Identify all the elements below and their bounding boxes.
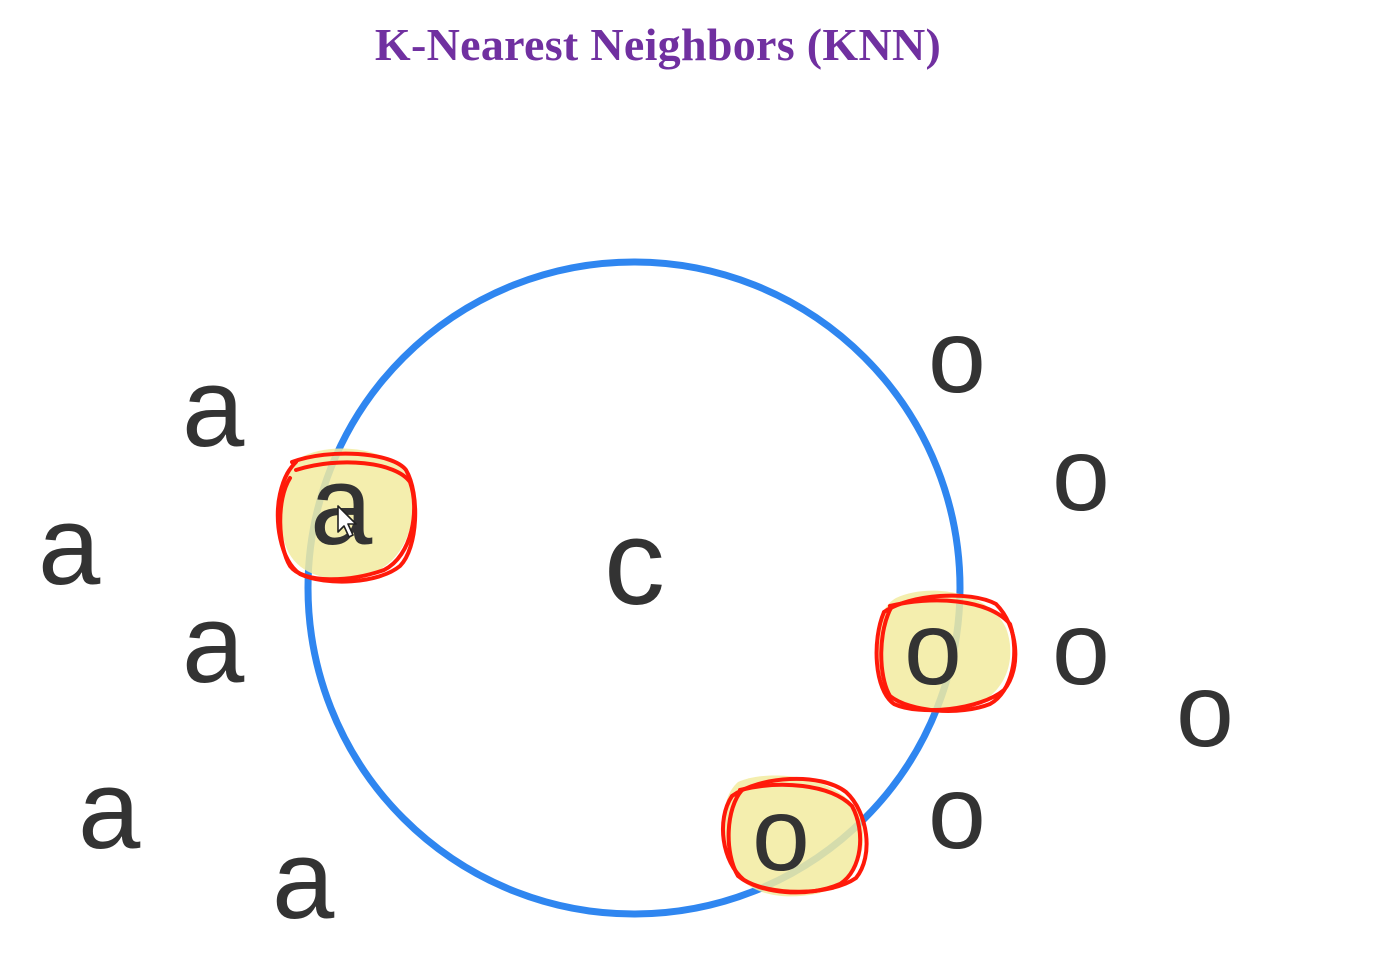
point-a: a <box>272 817 335 942</box>
point-a: a <box>38 483 101 608</box>
class-o-points: o o o o o o o <box>752 299 1234 893</box>
point-o: o <box>1052 591 1110 707</box>
query-point: c <box>604 494 665 630</box>
highlight-mark-o-bottom <box>723 775 864 897</box>
annotation-circle-a <box>278 460 417 582</box>
mouse-cursor-icon <box>337 505 357 538</box>
point-a: a <box>78 747 141 872</box>
neighbor-annotations <box>275 451 1018 895</box>
point-a: a <box>182 345 245 470</box>
point-o: o <box>928 755 986 871</box>
point-o-neighbor: o <box>752 777 810 893</box>
point-o: o <box>928 299 986 415</box>
neighborhood-circle <box>304 258 964 918</box>
page-title: K-Nearest Neighbors (KNN) <box>374 19 942 70</box>
annotation-circle-a <box>275 451 418 584</box>
point-a: a <box>182 581 245 706</box>
point-o: o <box>1176 653 1234 769</box>
highlight-mark-o-right <box>875 590 1011 713</box>
annotation-circle-o-right <box>879 598 1017 713</box>
point-o-neighbor: o <box>904 591 962 707</box>
class-a-points: a a a a a a <box>38 345 373 942</box>
annotation-circle-o-bottom <box>726 782 863 895</box>
point-o: o <box>1052 417 1110 533</box>
